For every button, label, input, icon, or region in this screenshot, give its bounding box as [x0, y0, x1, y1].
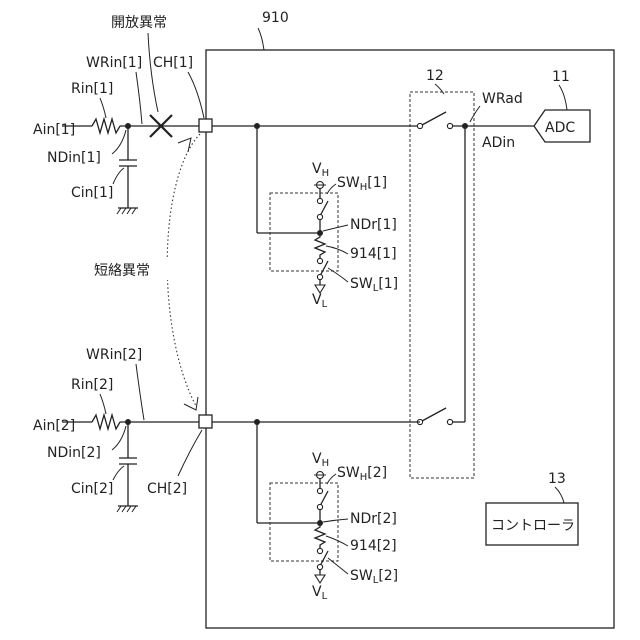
- short-anomaly-label: 短絡異常: [94, 263, 150, 279]
- rin1-label: Rin[1]: [71, 81, 113, 97]
- swh2-contact-2: [317, 504, 322, 509]
- swh1-contact-2: [317, 214, 322, 219]
- short-arrow-head-bottom: [184, 397, 198, 410]
- wrin1-label: WRin[1]: [86, 55, 142, 71]
- open-anomaly-leader: [148, 33, 158, 112]
- res914-2-label: 914[2]: [350, 538, 397, 554]
- ch2-label: CH[2]: [147, 481, 187, 497]
- rin2-resistor: [92, 415, 120, 429]
- ground2-hatch: [117, 506, 136, 512]
- ndin1-label: NDin[1]: [47, 150, 101, 166]
- swh2-contact: [317, 488, 322, 493]
- adc-ref-label: 11: [552, 69, 570, 85]
- ndr2-label: NDr[2]: [350, 511, 397, 527]
- rin1-leader: [100, 98, 106, 118]
- ndin1-leader: [112, 130, 126, 154]
- swl2-contact-2: [317, 564, 322, 569]
- rin1-resistor: [92, 119, 120, 133]
- controller-label: コントローラ: [491, 518, 575, 534]
- wrad-label: WRad: [482, 91, 523, 107]
- rin2-label: Rin[2]: [71, 377, 113, 393]
- adc-label: ADC: [545, 120, 575, 136]
- ain1-label: Ain[1]: [33, 122, 75, 138]
- sel1-contact-2: [447, 123, 452, 128]
- cin1-leader: [113, 168, 124, 184]
- open-anomaly-label: 開放異常: [111, 15, 167, 31]
- ch1-leader: [188, 72, 204, 118]
- adin-label: ADin: [482, 135, 515, 151]
- wrin2-label: WRin[2]: [86, 347, 142, 363]
- ground1-hatch: [117, 208, 136, 214]
- ndin2-leader: [112, 426, 126, 450]
- device-ref-label: 910: [262, 10, 289, 26]
- swl1-contact: [317, 258, 322, 263]
- short-arrow-head-top: [178, 138, 191, 152]
- ch1-terminal: [199, 119, 212, 132]
- swl1-contact-2: [317, 274, 322, 279]
- sel1-contact: [417, 123, 422, 128]
- wrin1-leader: [136, 72, 142, 124]
- ch2-leader: [178, 430, 202, 476]
- ch2-terminal: [199, 415, 212, 428]
- res914-1-label: 914[1]: [350, 246, 397, 262]
- ch1-label: CH[1]: [153, 55, 193, 71]
- swh1-contact: [317, 198, 322, 203]
- wrin2-leader: [136, 364, 144, 420]
- ndr1-label: NDr[1]: [350, 217, 397, 233]
- rin2-leader: [100, 394, 106, 414]
- ain2-label: Ain[2]: [33, 418, 75, 434]
- controller-ref-label: 13: [548, 471, 566, 487]
- cin2-label: Cin[2]: [71, 481, 113, 497]
- sel2-contact-2: [447, 419, 452, 424]
- swl2-contact: [317, 548, 322, 553]
- cin2-leader: [113, 466, 124, 480]
- ndin2-label: NDin[2]: [47, 445, 101, 461]
- cin1-label: Cin[1]: [71, 185, 113, 201]
- switch-unit-ref-label: 12: [426, 68, 444, 84]
- device-ref-leader: [258, 28, 264, 50]
